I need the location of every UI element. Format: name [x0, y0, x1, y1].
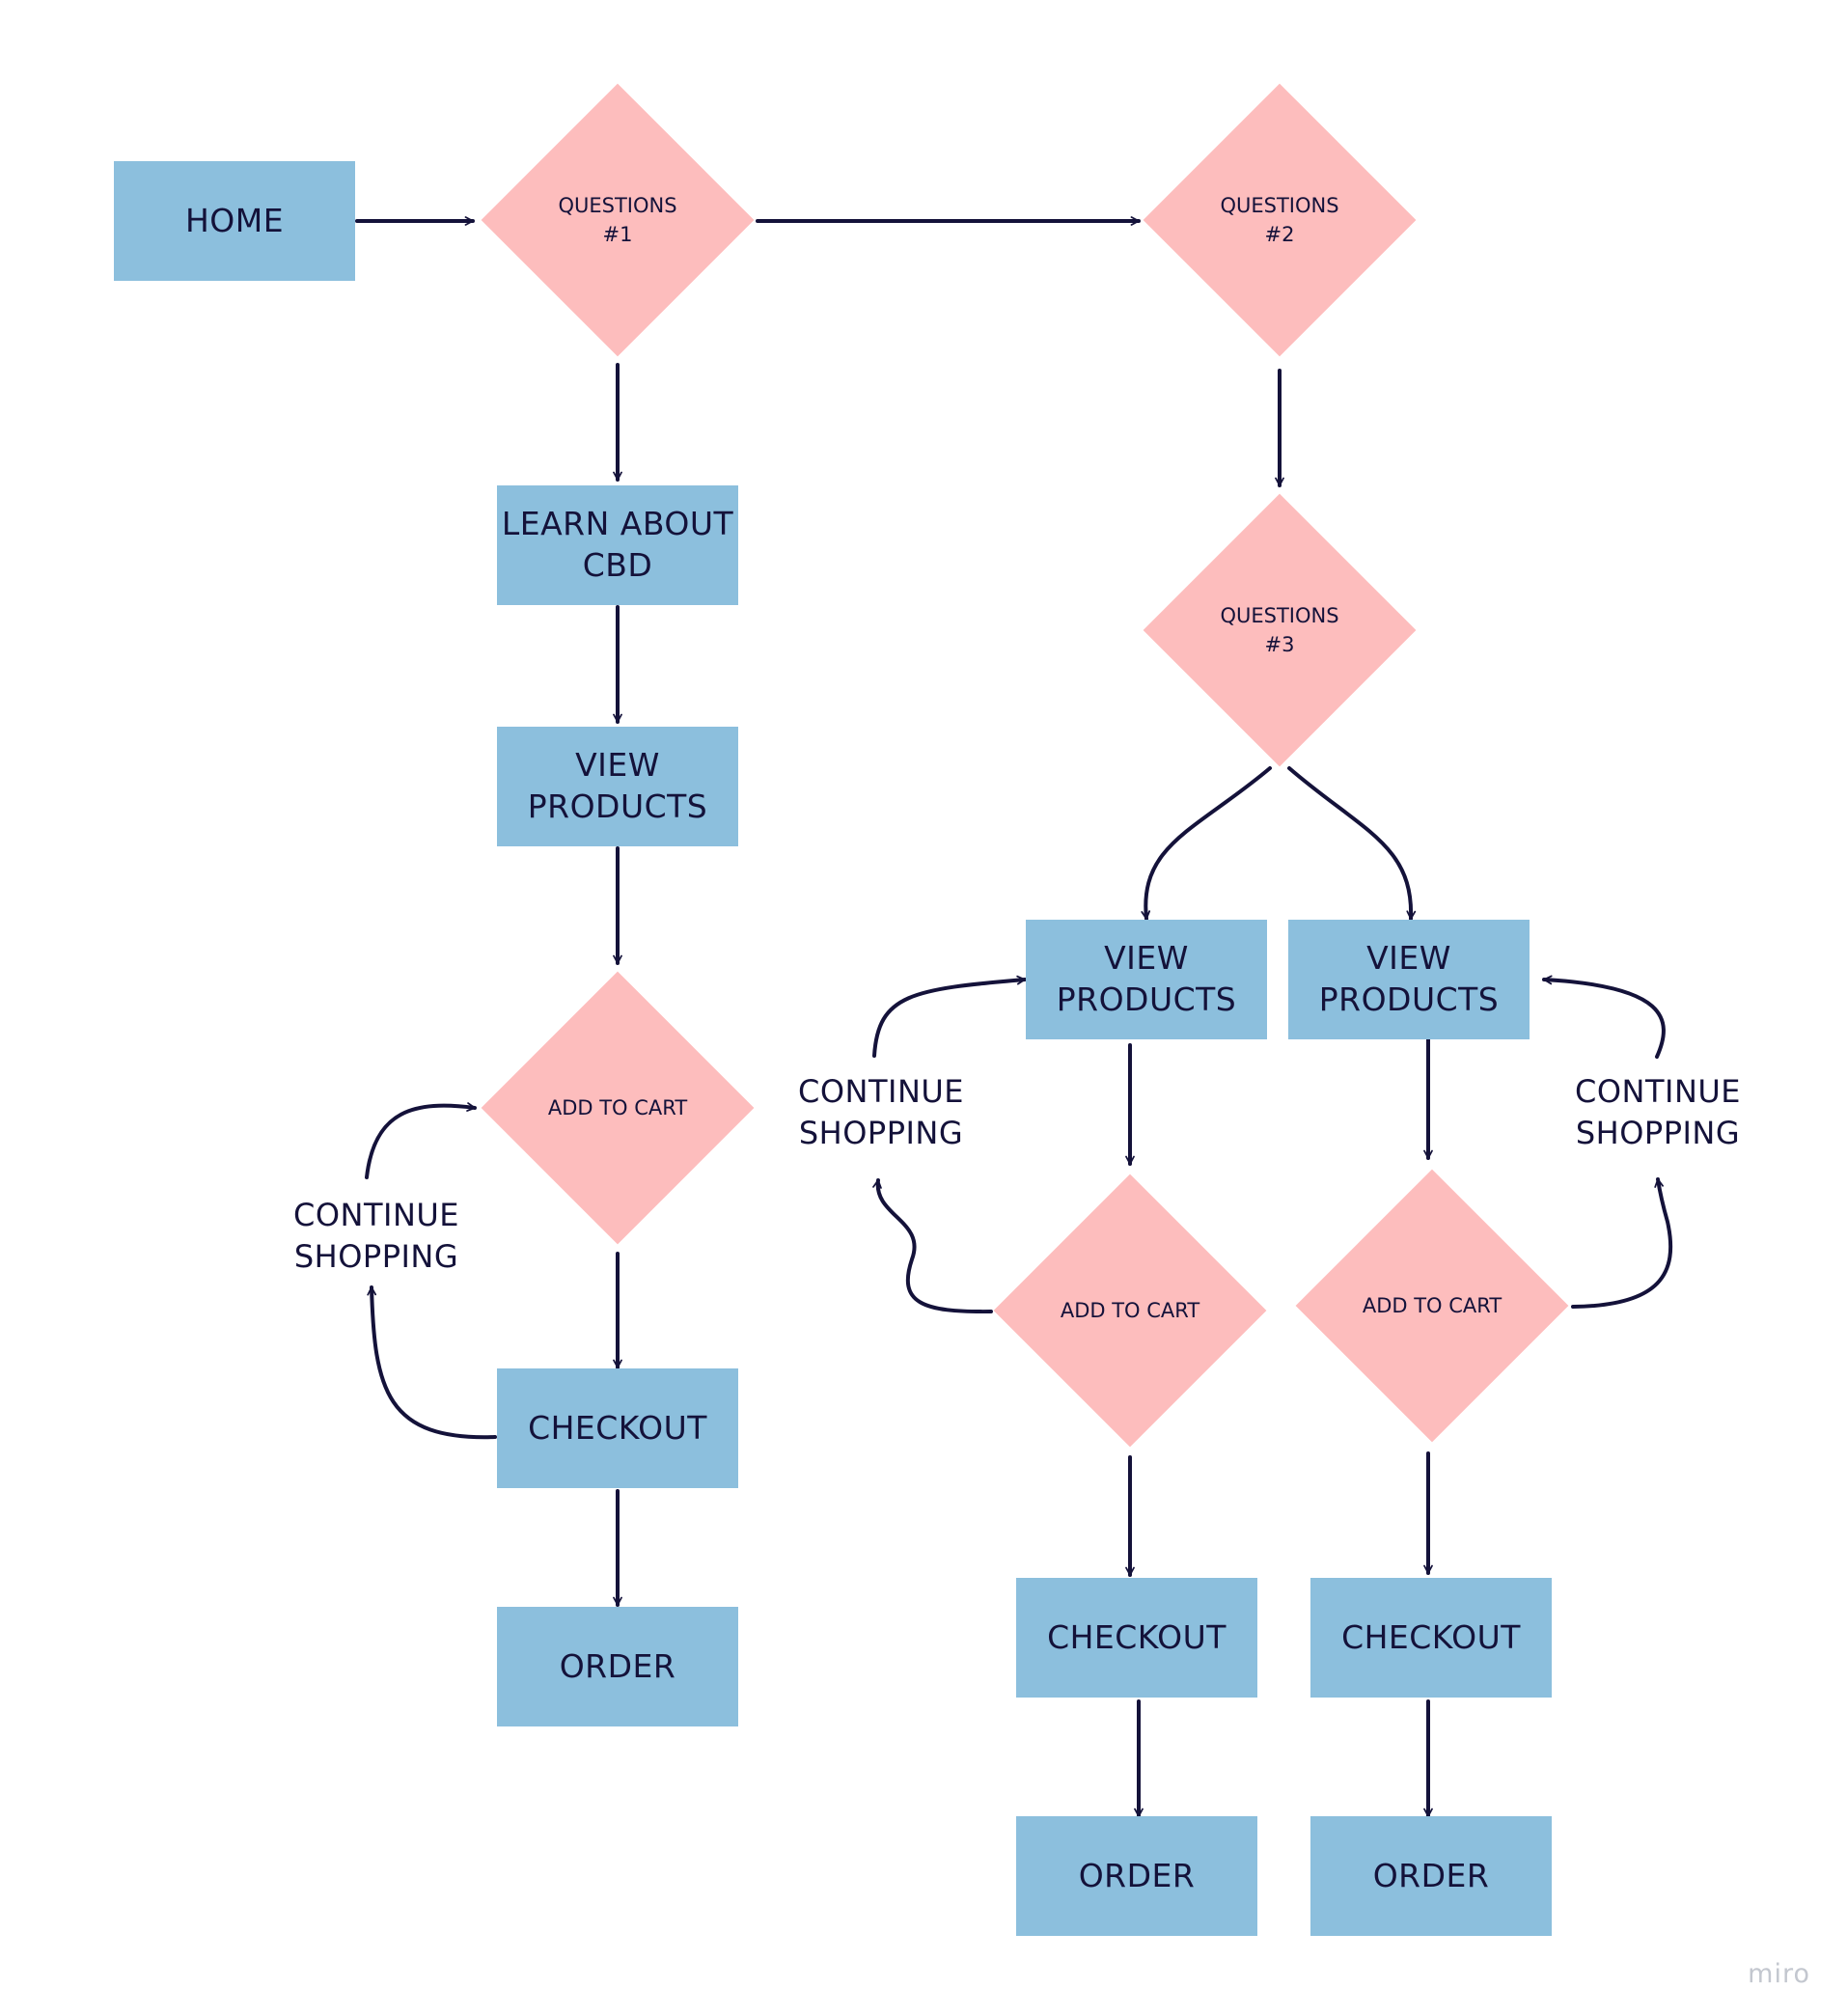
edge-continue-c-to-view-products-c: [1542, 975, 1666, 1059]
add-to-cart-diamond-b[interactable]: ADD TO CART: [992, 1173, 1268, 1449]
view-products-label-c: VIEW PRODUCTS: [1318, 939, 1500, 1018]
checkout-node-a[interactable]: CHECKOUT: [497, 1368, 738, 1488]
checkout-label-c: CHECKOUT: [1341, 1617, 1521, 1656]
order-node-b[interactable]: ORDER: [1016, 1816, 1257, 1936]
add-to-cart-label-b: ADD TO CART: [1060, 1298, 1200, 1322]
order-node-a[interactable]: ORDER: [497, 1607, 738, 1726]
view-products-node-b[interactable]: VIEW PRODUCTS: [1026, 920, 1267, 1039]
home-node-label: HOME: [184, 201, 285, 239]
continue-shopping-label-c: CONTINUE SHOPPING: [1574, 1073, 1742, 1151]
checkout-node-c[interactable]: CHECKOUT: [1310, 1578, 1552, 1698]
questions-2-diamond[interactable]: QUESTIONS #2: [1142, 82, 1418, 358]
view-products-label-a: VIEW PRODUCTS: [527, 746, 708, 825]
questions-1-diamond[interactable]: QUESTIONS #1: [480, 82, 756, 358]
edge-add-cart-b-continue: [872, 1178, 993, 1314]
continue-shopping-label-b: CONTINUE SHOPPING: [797, 1073, 965, 1151]
add-to-cart-label-a: ADD TO CART: [547, 1095, 688, 1119]
questions-3-diamond[interactable]: QUESTIONS #3: [1142, 492, 1418, 768]
edge-continue-a-to-add-cart-a: [365, 1102, 477, 1179]
edge-checkout-a-continue: [367, 1285, 497, 1440]
edge-add-cart-c-continue: [1571, 1177, 1673, 1309]
checkout-label-b: CHECKOUT: [1047, 1617, 1227, 1656]
order-label-c: ORDER: [1372, 1856, 1490, 1894]
questions-2-label: QUESTIONS #2: [1220, 193, 1339, 246]
view-products-node-a[interactable]: VIEW PRODUCTS: [497, 727, 738, 846]
view-products-node-c[interactable]: VIEW PRODUCTS: [1288, 920, 1530, 1039]
order-label-b: ORDER: [1078, 1856, 1196, 1894]
learn-about-cbd-node[interactable]: LEARN ABOUT CBD: [497, 485, 738, 605]
view-products-label-b: VIEW PRODUCTS: [1056, 939, 1237, 1018]
questions-1-label: QUESTIONS #1: [558, 193, 677, 246]
order-node-c[interactable]: ORDER: [1310, 1816, 1552, 1936]
order-label-a: ORDER: [559, 1646, 676, 1685]
add-to-cart-diamond-a[interactable]: ADD TO CART: [480, 970, 756, 1246]
questions-3-label: QUESTIONS #3: [1220, 603, 1339, 656]
learn-about-cbd-label: LEARN ABOUT CBD: [501, 505, 734, 584]
edge-continue-b-to-view-products-b: [872, 975, 1027, 1058]
edge-questions-3-to-view-products-b: [1141, 766, 1272, 921]
add-to-cart-diamond-c[interactable]: ADD TO CART: [1294, 1168, 1570, 1444]
edge-questions-3-to-view-products-c: [1287, 766, 1417, 921]
checkout-label-a: CHECKOUT: [528, 1408, 707, 1447]
checkout-node-b[interactable]: CHECKOUT: [1016, 1578, 1257, 1698]
continue-shopping-label-a: CONTINUE SHOPPING: [292, 1197, 460, 1275]
add-to-cart-label-c: ADD TO CART: [1362, 1293, 1502, 1317]
home-node[interactable]: HOME: [114, 161, 355, 281]
miro-watermark: miro: [1748, 1959, 1810, 1989]
